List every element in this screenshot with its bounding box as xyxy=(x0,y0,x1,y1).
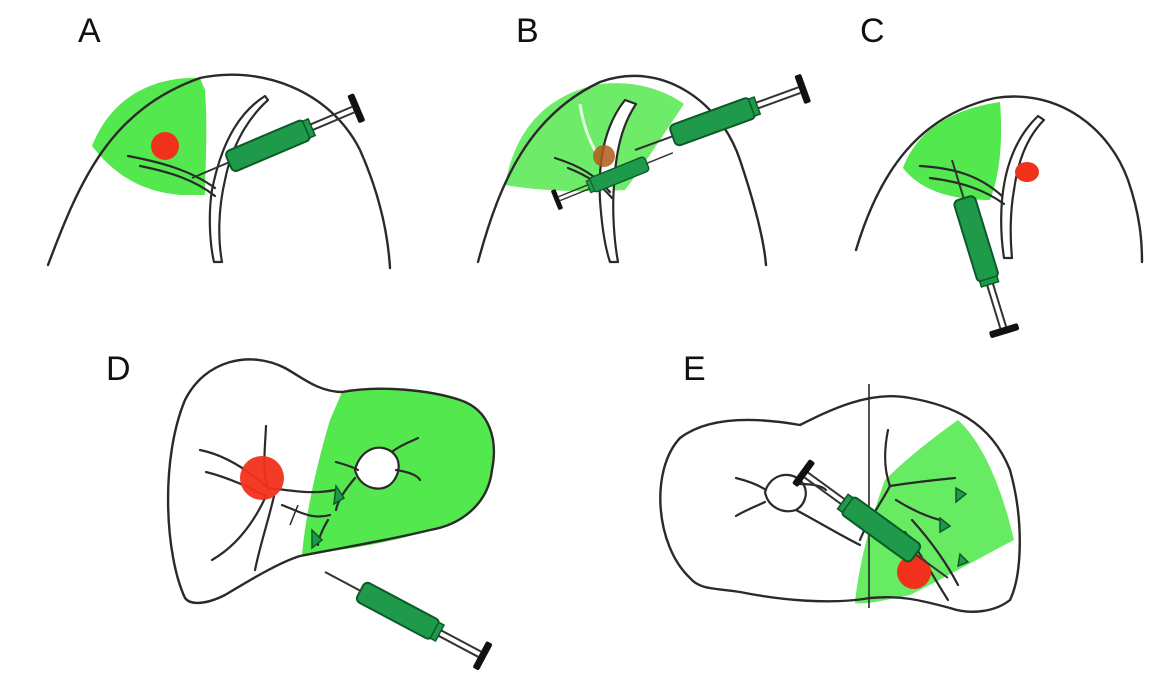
panel-label-d: D xyxy=(106,350,131,388)
fissure xyxy=(1001,116,1044,258)
hepatic-vein xyxy=(255,496,274,570)
panel-d: D xyxy=(106,350,494,671)
fissure xyxy=(210,96,268,262)
hepatic-vein xyxy=(212,496,266,560)
tumor-marker xyxy=(897,555,931,589)
panel-e: E xyxy=(660,350,1019,612)
syringe-icon xyxy=(318,559,493,671)
tumor-marker xyxy=(1015,162,1039,182)
hepatic-vein xyxy=(736,478,766,490)
tumor-marker xyxy=(240,456,284,500)
panel-c: C xyxy=(856,12,1142,338)
panel-label-a: A xyxy=(78,12,101,50)
panel-label-b: B xyxy=(516,12,539,50)
tumor-marker xyxy=(593,145,615,167)
stained-region xyxy=(92,78,206,195)
panel-b: B xyxy=(478,12,811,265)
panel-label-e: E xyxy=(683,350,706,388)
hepatic-vein xyxy=(736,502,765,516)
syringe-icon xyxy=(186,93,365,192)
panel-label-c: C xyxy=(860,12,885,50)
tumor-marker xyxy=(151,132,179,160)
panel-a: A xyxy=(48,12,390,268)
